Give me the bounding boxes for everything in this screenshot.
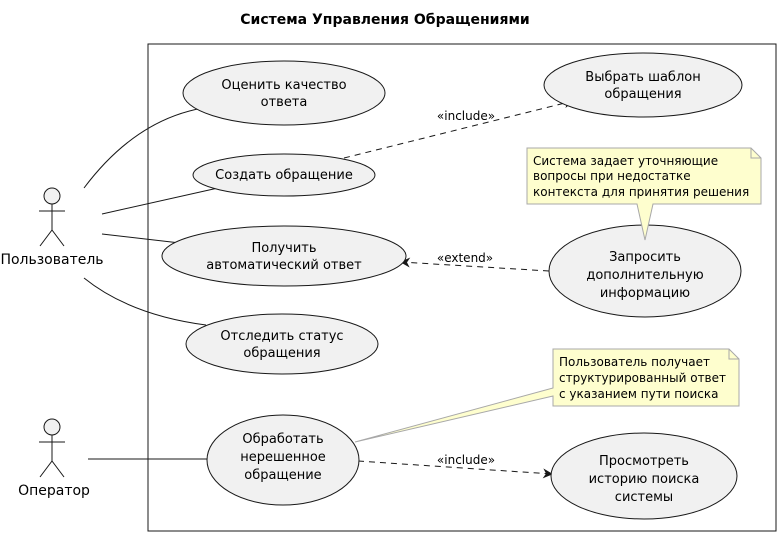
- extend-arrow-request: [400, 257, 550, 272]
- usecase-rate-quality[interactable]: Оценить качество ответа: [182, 60, 386, 126]
- svg-text:Оценить качество: Оценить качество: [221, 78, 346, 93]
- usecase-choose-template[interactable]: Выбрать шаблон обращения: [543, 52, 743, 118]
- svg-text:вопросы при недостатке: вопросы при недостатке: [533, 169, 691, 183]
- svg-text:системы: системы: [615, 490, 673, 505]
- note-process: Пользователь получает структурированный …: [354, 348, 740, 443]
- svg-text:обращение: обращение: [244, 468, 321, 483]
- svg-text:контекста для принятия решения: контекста для принятия решения: [533, 185, 749, 199]
- usecase-process-unresolved[interactable]: Обработать нерешенное обращение: [206, 414, 360, 506]
- svg-text:Пользователь получает: Пользователь получает: [559, 355, 710, 369]
- svg-text:обращения: обращения: [243, 346, 320, 361]
- assoc-user-create: [101, 187, 219, 215]
- diagram-title: Система Управления Обращениями: [240, 12, 530, 28]
- actor-user[interactable]: Пользователь: [0, 187, 104, 268]
- extend-label-request: «extend»: [437, 251, 493, 265]
- svg-text:Запросить: Запросить: [609, 250, 681, 265]
- svg-text:информацию: информацию: [600, 286, 690, 301]
- note-request-info: Система задает уточняющие вопросы при не…: [526, 147, 762, 241]
- svg-text:автоматический ответ: автоматический ответ: [206, 258, 362, 273]
- svg-text:обращения: обращения: [604, 87, 681, 102]
- svg-text:с указанием пути поиска: с указанием пути поиска: [559, 387, 718, 401]
- svg-text:Отследить статус: Отследить статус: [220, 329, 343, 344]
- actor-user-label: Пользователь: [0, 252, 103, 268]
- svg-text:Создать обращение: Создать обращение: [215, 168, 353, 183]
- svg-text:Получить: Получить: [251, 241, 316, 256]
- usecase-track-status[interactable]: Отследить статус обращения: [185, 313, 379, 375]
- svg-text:историю поиска: историю поиска: [589, 472, 700, 487]
- system-boundary: [147, 43, 777, 532]
- svg-text:Выбрать шаблон: Выбрать шаблон: [585, 70, 700, 85]
- svg-text:нерешенное: нерешенное: [240, 450, 326, 465]
- svg-text:Просмотреть: Просмотреть: [599, 454, 689, 469]
- svg-text:дополнительную: дополнительную: [586, 268, 703, 283]
- actor-operator[interactable]: Оператор: [18, 418, 90, 499]
- assoc-user-track: [83, 277, 207, 326]
- svg-text:ответа: ответа: [261, 95, 308, 110]
- usecase-create-request[interactable]: Создать обращение: [192, 153, 376, 197]
- include-label-history: «include»: [437, 453, 495, 467]
- actor-operator-label: Оператор: [18, 483, 90, 499]
- assoc-user-rate: [83, 107, 204, 189]
- usecase-view-history[interactable]: Просмотреть историю поиска системы: [550, 432, 738, 520]
- svg-text:Обработать: Обработать: [242, 432, 323, 447]
- svg-text:структурированный ответ: структурированный ответ: [559, 371, 726, 385]
- svg-text:Система задает уточняющие: Система задает уточняющие: [533, 154, 718, 168]
- usecase-auto-answer[interactable]: Получить автоматический ответ: [161, 225, 407, 287]
- include-label-template: «include»: [437, 109, 495, 123]
- assoc-user-auto-answer: [101, 233, 181, 244]
